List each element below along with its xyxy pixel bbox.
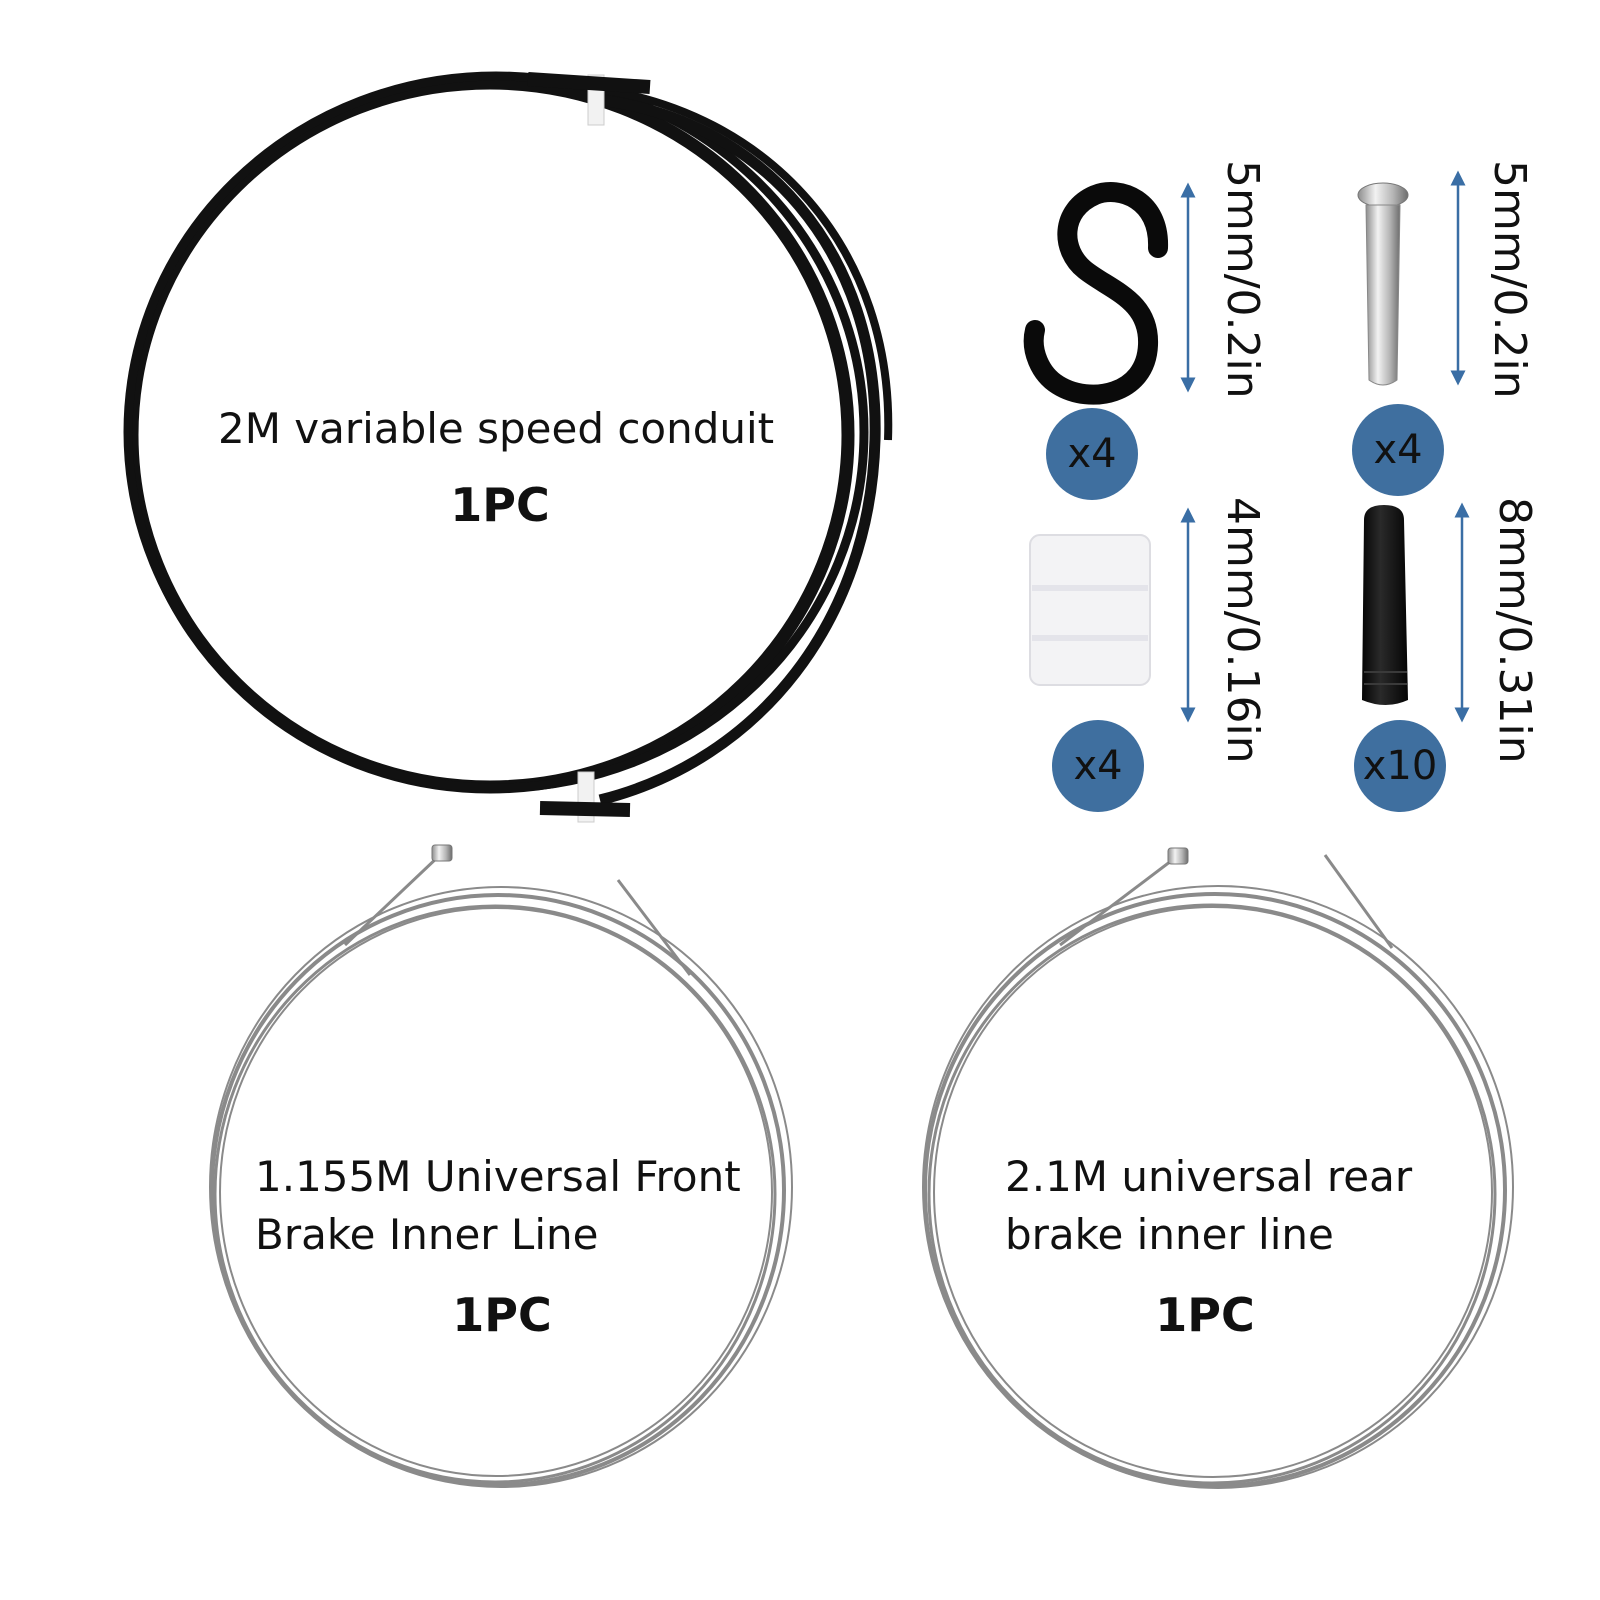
rear-wire-label-line1: 2.1M universal rear	[1005, 1152, 1413, 1201]
rear-wire-label-line2: brake inner line	[1005, 1210, 1334, 1259]
dimension-arrows	[1180, 170, 1470, 723]
ferrule-cap-icon	[1362, 505, 1408, 705]
conduit-coil-icon	[123, 71, 893, 823]
conduit-qty: 1PC	[450, 478, 550, 532]
front-wire-coil-icon	[209, 844, 793, 1488]
conduit-label: 2M variable speed conduit	[218, 404, 775, 453]
front-wire-label-line1: 1.155M Universal Front	[255, 1152, 741, 1201]
front-wire-qty: 1PC	[452, 1288, 552, 1342]
s-hook-size-label: 5mm/0.2in	[1217, 160, 1268, 399]
ferrule-cap-count-badge: x10	[1354, 720, 1446, 812]
end-crimp-size-label: 5mm/0.2in	[1484, 160, 1535, 399]
rear-wire-coil-icon	[922, 847, 1514, 1489]
s-hook-icon	[1023, 182, 1168, 405]
front-wire-label-line2: Brake Inner Line	[255, 1210, 599, 1259]
end-crimp-icon	[1357, 182, 1409, 386]
s-hook-count-badge: x4	[1046, 408, 1138, 500]
rear-wire-qty: 1PC	[1155, 1288, 1255, 1342]
liner-tube-count-badge: x4	[1052, 720, 1144, 812]
liner-tube-icon	[1029, 534, 1151, 686]
ferrule-cap-size-label: 8mm/0.31in	[1489, 497, 1540, 764]
end-crimp-count-badge: x4	[1352, 404, 1444, 496]
liner-tube-size-label: 4mm/0.16in	[1217, 497, 1268, 764]
